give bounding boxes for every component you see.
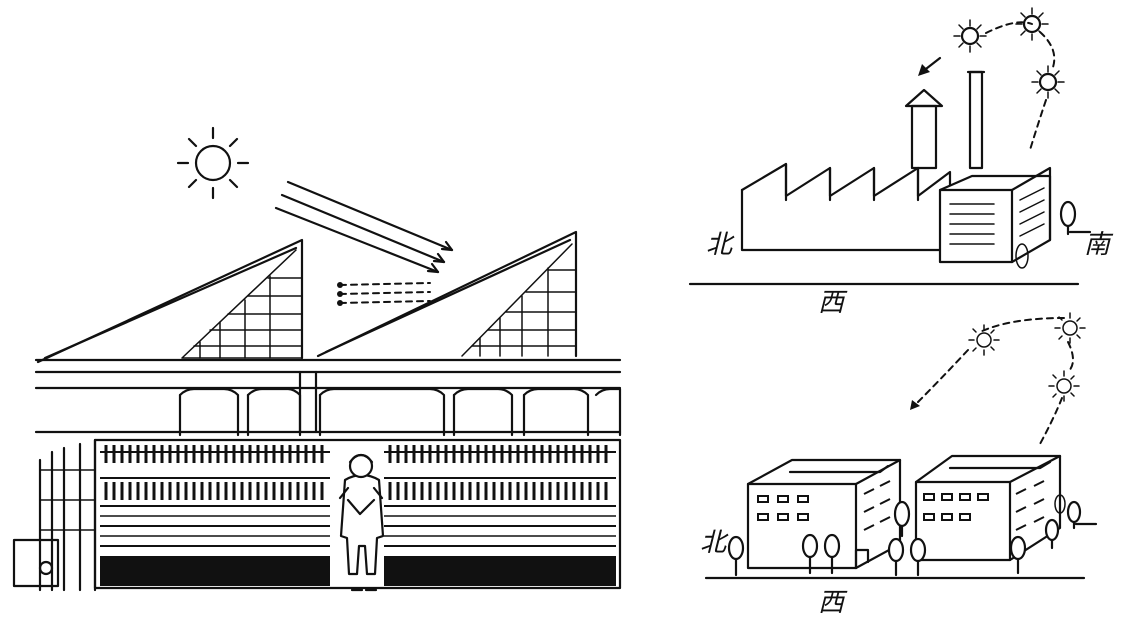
- sun-icon: [1055, 313, 1085, 343]
- sun-icon: [1032, 66, 1064, 98]
- sun-icon: [969, 325, 999, 355]
- sun-icon: [954, 20, 986, 52]
- bottom-right-panel: [706, 313, 1096, 578]
- label-north-bottom: 北: [700, 530, 726, 556]
- top-right-panel: [690, 8, 1090, 284]
- building-left: [748, 460, 900, 568]
- factory: [690, 72, 1090, 284]
- sun-icon: [178, 128, 248, 198]
- worker-figure: [340, 455, 383, 590]
- label-north-top: 北: [706, 232, 732, 258]
- roof-beams: [36, 360, 620, 435]
- looms: [14, 440, 620, 590]
- sawtooth-roof: [38, 232, 576, 362]
- reflected-rays: [337, 282, 430, 306]
- left-panel: [14, 128, 620, 590]
- label-south-top: 南: [1084, 232, 1110, 258]
- sun-icon: [1049, 371, 1079, 401]
- sun-path-top: [918, 8, 1064, 150]
- building-right: [916, 456, 1060, 560]
- sun-path-bottom: [910, 313, 1085, 444]
- label-west-top: 西: [818, 290, 844, 316]
- label-west-bottom: 西: [818, 590, 844, 616]
